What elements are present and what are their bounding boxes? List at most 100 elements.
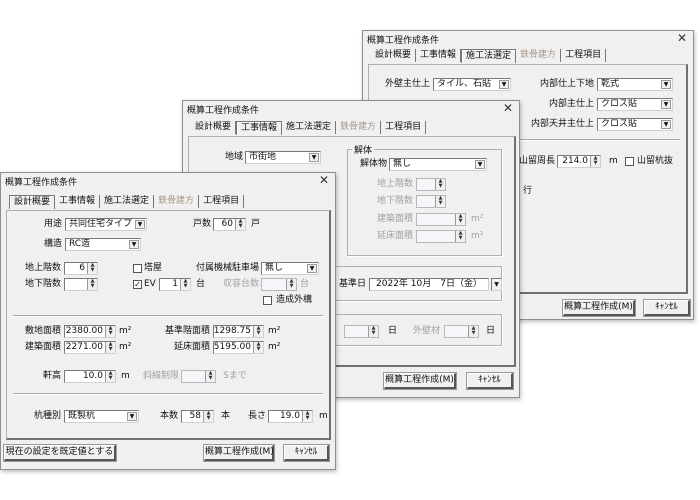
spin-buttons: ▲▼ (205, 371, 215, 382)
eave-height-spin[interactable]: 10.0▲▼ (64, 370, 116, 383)
set-default-button[interactable]: 現在の設定を既定値とする (3, 444, 117, 462)
demolition-object-select[interactable]: 無し▼ (389, 158, 487, 171)
create-schedule-button[interactable]: 概算工程作成(M) (562, 299, 636, 317)
select-value: RC造 (69, 239, 91, 249)
spin-buttons[interactable]: ▲▼ (105, 342, 115, 353)
spin-buttons[interactable]: ▲▼ (302, 411, 312, 422)
tab-items[interactable]: 工程項目 (561, 49, 607, 62)
interior-base-label: 内部仕上下地 (539, 79, 594, 89)
spin-value: 19.0 (279, 411, 300, 421)
interior-base-select[interactable]: 乾式▼ (597, 78, 673, 91)
site-area-spin[interactable]: 2380.00▲▼ (64, 325, 116, 338)
typical-floor-area-spin[interactable]: 1298.75▲▼ (213, 325, 264, 338)
spin-buttons[interactable]: ▲▼ (87, 279, 97, 290)
slant-limit-label: 斜線制限 (142, 371, 179, 381)
chevron-down-icon: ▼ (307, 264, 317, 273)
pile-removal-label: 山留杭抜 (637, 156, 674, 166)
unit-label: m² (471, 214, 484, 224)
close-icon[interactable]: ✕ (318, 173, 329, 187)
ceiling-finish-select[interactable]: クロス貼▼ (597, 118, 673, 131)
pile-count-spin[interactable]: 58▲▼ (181, 410, 214, 423)
tab-construction[interactable]: 工事情報 (236, 120, 283, 135)
total-floor-area-spin[interactable]: 5195.00▲▼ (213, 341, 264, 354)
site-area-label: 敷地面積 (24, 326, 61, 336)
spin-buttons: ▲▼ (368, 326, 378, 337)
close-icon[interactable]: ✕ (676, 31, 687, 45)
units-spin[interactable]: 60▲▼ (213, 218, 246, 231)
demolition-group: 解体 (347, 143, 502, 256)
exterior-wall-spin: ▲▼ (444, 325, 479, 338)
spin-buttons: ▲▼ (435, 179, 445, 190)
parking-select[interactable]: 無し▼ (261, 262, 319, 275)
unit-label: 台 (196, 279, 206, 289)
region-select[interactable]: 市街地▼ (245, 151, 321, 164)
ev-checkbox[interactable]: ✓ (133, 280, 142, 289)
unit-label: m² (119, 326, 132, 336)
chevron-down-icon[interactable]: ▼ (491, 278, 502, 291)
spin-buttons[interactable]: ▲▼ (253, 326, 263, 337)
tab-design[interactable]: 設計概要 (191, 121, 237, 134)
unit-label: m² (268, 326, 281, 336)
demolition-object-label: 解体物 (359, 159, 387, 169)
spin-buttons[interactable]: ▲▼ (203, 411, 213, 422)
structure-select[interactable]: RC造▼ (65, 238, 141, 251)
unit-label: m² (268, 342, 281, 352)
cancel-button[interactable]: ｷｬﾝｾﾙ (283, 444, 330, 462)
spin-buttons[interactable]: ▲▼ (105, 371, 115, 382)
create-schedule-button[interactable]: 概算工程作成(M) (203, 444, 275, 462)
chevron-down-icon: ▼ (475, 160, 485, 169)
spin-buttons[interactable]: ▲▼ (87, 263, 97, 274)
parking-label: 付属機械駐車場 (195, 263, 259, 273)
spin-value: 2380.00 (65, 326, 103, 336)
pile-removal-checkbox[interactable] (625, 157, 634, 166)
tab-construction[interactable]: 工事情報 (416, 49, 462, 62)
tab-method[interactable]: 施工法選定 (282, 121, 337, 134)
base-date-picker[interactable]: 2022年 10月 7日（金） (369, 278, 489, 291)
building-area-spin: ▲▼ (416, 213, 466, 226)
pile-length-spin[interactable]: 19.0▲▼ (268, 410, 313, 423)
typical-floor-area-label: 基準階面積 (164, 326, 210, 336)
spin-buttons: ▲▼ (455, 214, 465, 225)
create-schedule-button[interactable]: 概算工程作成(M) (383, 372, 457, 390)
pile-count-label: 本数 (159, 411, 178, 421)
spin-buttons[interactable]: ▲▼ (105, 326, 115, 337)
tab-items[interactable]: 工程項目 (199, 195, 245, 208)
spin-buttons[interactable]: ▲▼ (180, 279, 190, 290)
tab-method[interactable]: 施工法選定 (100, 195, 155, 208)
exterior-finish-select[interactable]: タイル、石貼▼ (433, 78, 511, 91)
ev-spin[interactable]: 1▲▼ (159, 278, 191, 291)
tab-design[interactable]: 設計概要 (9, 194, 56, 209)
spin-buttons[interactable]: ▲▼ (253, 342, 263, 353)
unit-label: 本 (221, 411, 231, 421)
tab-steel: 鉄骨建方 (516, 49, 562, 62)
tab-items[interactable]: 工程項目 (381, 121, 427, 134)
day-unit: 日 (486, 326, 496, 336)
penthouse-label: 塔屋 (144, 263, 163, 273)
select-value: 共同住宅タイプ (69, 219, 133, 229)
above-floors-spin[interactable]: 6▲▼ (64, 262, 98, 275)
tab-design[interactable]: 設計概要 (371, 49, 417, 62)
cancel-button[interactable]: ｷｬﾝｾﾙ (466, 372, 514, 390)
interior-finish-select[interactable]: クロス貼▼ (597, 98, 673, 111)
tab-method[interactable]: 施工法選定 (461, 48, 517, 63)
close-icon[interactable]: ✕ (502, 101, 513, 115)
tab-construction[interactable]: 工事情報 (55, 195, 101, 208)
spin-buttons[interactable]: ▲▼ (590, 156, 600, 167)
landscaping-checkbox[interactable] (263, 296, 272, 305)
above-floors-label: 地上階数 (376, 179, 413, 189)
retaining-length-label: 山留周長 (518, 156, 555, 166)
building-area-spin[interactable]: 2271.00▲▼ (64, 341, 116, 354)
spin-buttons[interactable]: ▲▼ (235, 219, 245, 230)
below-floors-spin[interactable]: ▲▼ (64, 278, 98, 291)
divider (13, 315, 323, 317)
pile-type-select[interactable]: 既製杭▼ (64, 410, 139, 423)
pile-type-label: 杭種別 (33, 411, 61, 421)
cancel-button[interactable]: ｷｬﾝｾﾙ (643, 299, 691, 317)
unit-label: m (319, 411, 328, 421)
interior-finish-label: 内部主仕上 (548, 99, 594, 109)
retaining-length-spin[interactable]: 214.0▲▼ (557, 155, 601, 168)
days-spin: ▲▼ (344, 325, 379, 338)
penthouse-checkbox[interactable] (133, 264, 142, 273)
use-select[interactable]: 共同住宅タイプ▼ (65, 218, 147, 231)
tab-panel (6, 210, 331, 440)
